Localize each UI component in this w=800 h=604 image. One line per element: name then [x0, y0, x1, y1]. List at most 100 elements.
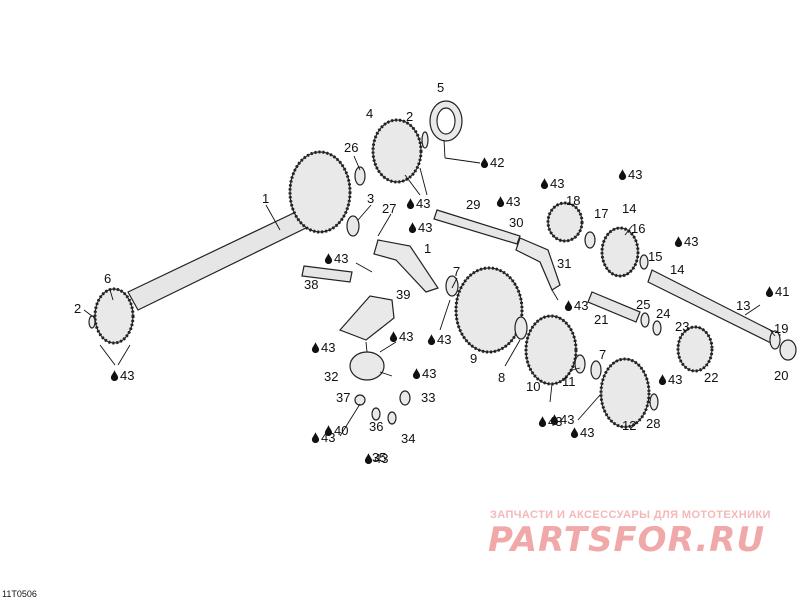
- lube-callout[interactable]: 43: [538, 414, 563, 429]
- callout-7a[interactable]: 7: [453, 264, 460, 279]
- callout-38[interactable]: 38: [304, 277, 318, 292]
- ring-3[interactable]: [346, 215, 360, 237]
- drop-icon: [618, 169, 627, 180]
- ring-25[interactable]: [640, 312, 650, 328]
- callout-2b[interactable]: 2: [406, 109, 413, 124]
- lube-callout[interactable]: 42: [480, 155, 505, 170]
- ring-7b[interactable]: [590, 360, 602, 380]
- watermark-caption: ЗАПЧАСТИ И АКСЕССУАРЫ ДЛЯ МОТОТЕХНИКИ: [490, 509, 771, 521]
- lube-callout-label: 40: [334, 423, 348, 438]
- callout-14b[interactable]: 14: [670, 262, 684, 277]
- shift-shaft[interactable]: [301, 265, 353, 283]
- lube-callout[interactable]: 43: [570, 425, 595, 440]
- callout-3[interactable]: 3: [367, 191, 374, 206]
- shift-fork[interactable]: [515, 237, 561, 291]
- callout-35[interactable]: 35: [372, 450, 386, 465]
- svg-text:43: 43: [422, 366, 436, 381]
- main-shaft[interactable]: [127, 209, 311, 311]
- callout-37[interactable]: 37: [336, 390, 350, 405]
- callout-29[interactable]: 29: [466, 197, 480, 212]
- shaft-29[interactable]: [433, 209, 521, 245]
- ring-19[interactable]: [769, 330, 781, 350]
- callout-18[interactable]: 18: [566, 193, 580, 208]
- svg-text:43: 43: [334, 251, 348, 266]
- callout-31[interactable]: 31: [557, 256, 571, 271]
- callout-36[interactable]: 36: [369, 419, 383, 434]
- callout-8[interactable]: 8: [498, 370, 505, 385]
- shaft-21[interactable]: [587, 291, 641, 323]
- callout-4[interactable]: 4: [366, 106, 373, 121]
- gear-32[interactable]: [349, 351, 385, 381]
- callout-39[interactable]: 39: [396, 287, 410, 302]
- callout-1[interactable]: 1: [262, 191, 269, 206]
- lube-callout[interactable]: 43: [364, 451, 389, 466]
- svg-text:43: 43: [399, 329, 413, 344]
- lube-callout[interactable]: 43: [324, 251, 349, 266]
- washer-2a[interactable]: [88, 315, 96, 329]
- callout-24[interactable]: 24: [656, 306, 670, 321]
- lube-callout[interactable]: 43: [564, 298, 589, 313]
- lube-callout[interactable]: 43: [427, 332, 452, 347]
- svg-text:43: 43: [437, 332, 451, 347]
- callout-1b[interactable]: 1: [424, 241, 431, 256]
- lube-callout[interactable]: 43: [540, 176, 565, 191]
- shift-drum-plate[interactable]: [338, 295, 395, 341]
- part-37[interactable]: [354, 394, 366, 406]
- callout-25[interactable]: 25: [636, 297, 650, 312]
- callout-7b[interactable]: 7: [599, 347, 606, 362]
- shift-lever[interactable]: [373, 239, 439, 293]
- drop-icon: [311, 432, 320, 443]
- callout-15[interactable]: 15: [648, 249, 662, 264]
- lube-callout[interactable]: 43: [618, 167, 643, 182]
- callout-22[interactable]: 22: [704, 370, 718, 385]
- callout-23[interactable]: 23: [675, 319, 689, 334]
- callout-11[interactable]: 11: [562, 374, 576, 389]
- ring-17[interactable]: [584, 231, 596, 249]
- callout-9[interactable]: 9: [470, 351, 477, 366]
- bearing-20[interactable]: [779, 339, 797, 361]
- callout-27[interactable]: 27: [382, 201, 396, 216]
- ring-36[interactable]: [371, 407, 381, 421]
- washer-2b[interactable]: [421, 131, 429, 149]
- lube-callout[interactable]: 40: [324, 423, 349, 438]
- callout-13[interactable]: 13: [736, 298, 750, 313]
- callout-12[interactable]: 12: [622, 418, 636, 433]
- callout-33[interactable]: 33: [421, 390, 435, 405]
- ring-11[interactable]: [574, 354, 586, 374]
- lube-callout[interactable]: 43: [658, 372, 683, 387]
- lube-callout[interactable]: 43: [674, 234, 699, 249]
- ring-34[interactable]: [387, 411, 397, 425]
- callout-26[interactable]: 26: [344, 140, 358, 155]
- callout-32[interactable]: 32: [324, 369, 338, 384]
- callout-19[interactable]: 19: [774, 321, 788, 336]
- callout-16[interactable]: 16: [631, 221, 645, 236]
- ring-26[interactable]: [354, 166, 366, 186]
- lube-callout[interactable]: 41: [765, 284, 790, 299]
- callout-10[interactable]: 10: [526, 379, 540, 394]
- ring-24[interactable]: [652, 320, 662, 336]
- ring-33[interactable]: [399, 390, 411, 406]
- lube-callout[interactable]: 43: [389, 329, 414, 344]
- callout-2a[interactable]: 2: [74, 301, 81, 316]
- lube-callout[interactable]: 43: [408, 220, 433, 235]
- ring-28[interactable]: [649, 393, 659, 411]
- callout-28[interactable]: 28: [646, 416, 660, 431]
- lube-callout[interactable]: 43: [406, 196, 431, 211]
- callout-6[interactable]: 6: [104, 271, 111, 286]
- callout-30[interactable]: 30: [509, 215, 523, 230]
- lube-callout[interactable]: 43: [412, 366, 437, 381]
- ring-15[interactable]: [639, 254, 649, 270]
- callout-17[interactable]: 17: [594, 206, 608, 221]
- lube-callout[interactable]: 43: [110, 368, 135, 383]
- callout-5[interactable]: 5: [437, 80, 444, 95]
- callout-21[interactable]: 21: [594, 312, 608, 327]
- lube-callout[interactable]: 43: [496, 194, 521, 209]
- lube-callout[interactable]: 43: [311, 340, 336, 355]
- ring-8[interactable]: [514, 316, 528, 340]
- lube-callout[interactable]: 43: [550, 412, 575, 427]
- callout-20[interactable]: 20: [774, 368, 788, 383]
- svg-text:43: 43: [120, 368, 134, 383]
- callout-34[interactable]: 34: [401, 431, 415, 446]
- callout-14a[interactable]: 14: [622, 201, 636, 216]
